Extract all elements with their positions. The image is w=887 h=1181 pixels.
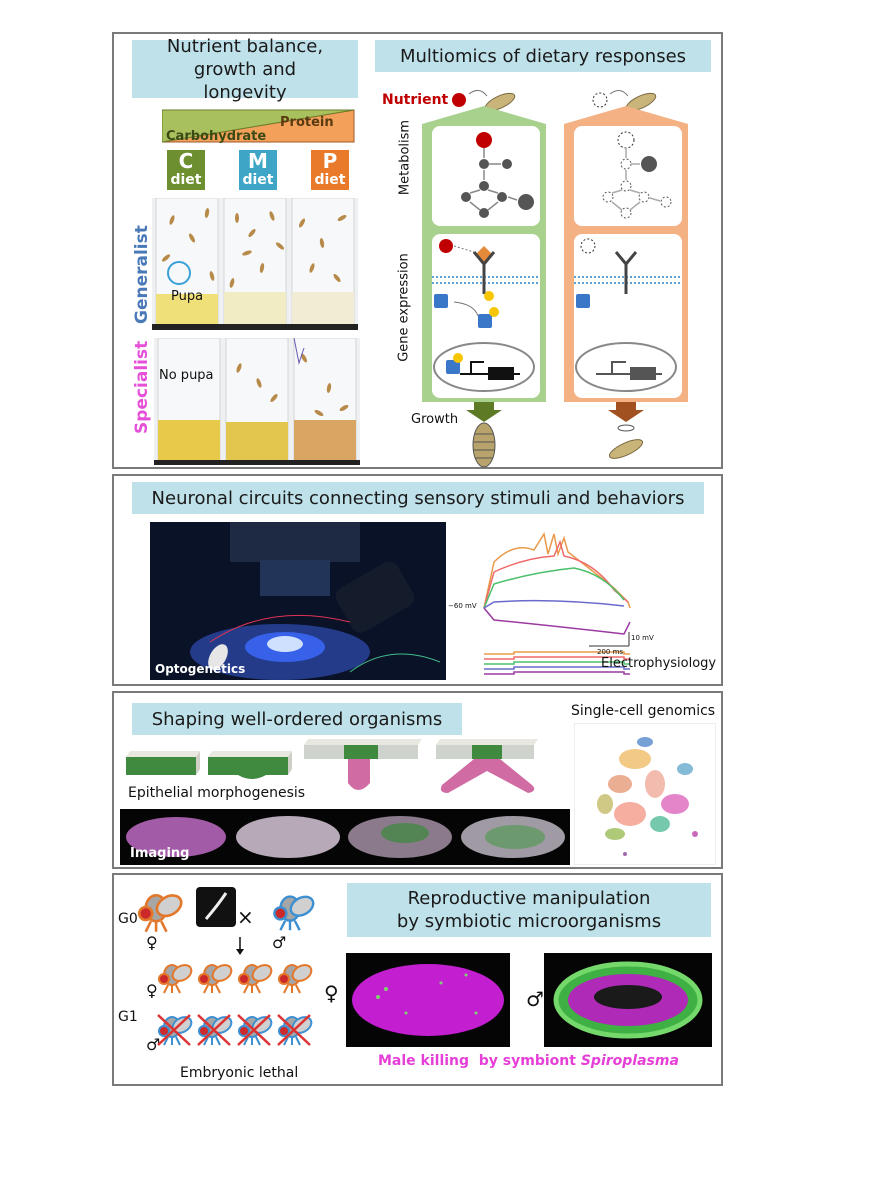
neuronal-circuits-title-text: Neuronal circuits connecting sensory sti… [151, 487, 685, 509]
gene-expression-label: Gene expression [396, 253, 412, 362]
reproductive-manipulation-title-text: Reproductive manipulation by symbiotic m… [396, 888, 662, 932]
single-cell-tsne-plot [574, 723, 716, 865]
embryo-imaging-strip [120, 809, 570, 865]
reproductive-manipulation-title: Reproductive manipulation by symbiotic m… [347, 883, 711, 937]
diet-gradient-triangles [162, 109, 355, 143]
g1-label: G1 [118, 1009, 138, 1025]
electrophysiology-traces [483, 532, 631, 675]
panel-nutrient-multiomics: Nutrient balance, growth and longevity M… [112, 32, 723, 469]
well-ordered-title-text: Shaping well-ordered organisms [151, 708, 443, 730]
pupa-label: Pupa [171, 289, 204, 304]
epithelial-morphogenesis-drawing [126, 739, 538, 793]
carbohydrate-label: Carbohydrate [166, 129, 267, 144]
embryonic-lethal-label: Embryonic lethal [180, 1065, 299, 1081]
cross-symbol: × [237, 905, 254, 929]
g0-female-symbol: ♀ [146, 933, 158, 952]
panel-well-ordered-organisms: Shaping well-ordered organisms Single-ce… [112, 691, 723, 869]
generalist-vials-photo [152, 198, 358, 330]
protein-label: Protein [280, 115, 334, 130]
embryo-male-symbol: ♂ [526, 987, 544, 1011]
multiomics-title-text: Multiomics of dietary responses [399, 45, 687, 67]
generalist-label: Generalist [132, 225, 152, 324]
multiomics-diagram [422, 90, 688, 468]
g1-female-symbol: ♀ [146, 981, 158, 1000]
electrophysiology-label: Electrophysiology [601, 656, 717, 671]
male-killing-text: Male killing by symbiont [378, 1053, 581, 1069]
panel-neuronal-circuits: Neuronal circuits connecting sensory sti… [112, 474, 723, 686]
single-cell-label: Single-cell genomics [571, 703, 716, 719]
embryo-female-symbol: ♀ [324, 981, 339, 1005]
well-ordered-title: Shaping well-ordered organisms [132, 703, 462, 735]
neuronal-circuits-title: Neuronal circuits connecting sensory sti… [132, 482, 704, 514]
epithelial-morphogenesis-label: Epithelial morphogenesis [128, 785, 306, 801]
g0-male-symbol: ♂ [272, 933, 287, 952]
growth-label: Growth [411, 412, 459, 427]
male-embryo-image [544, 953, 712, 1047]
g1-male-symbol: ♂ [146, 1035, 161, 1054]
scale-mv-label: 10 mV [631, 634, 654, 642]
optogenetics-label: Optogenetics [155, 662, 246, 676]
spiroplasma-text: Spiroplasma [580, 1053, 679, 1069]
nutrient-label: Nutrient [382, 92, 449, 108]
voltage-label: −60 mV [448, 602, 477, 610]
specialist-label: Specialist [132, 340, 152, 434]
panel-reproductive-manipulation: Reproductive manipulation by symbiotic m… [112, 873, 723, 1086]
no-pupa-label: No pupa [159, 368, 214, 383]
female-embryo-image [346, 953, 510, 1047]
nutrient-balance-title: Nutrient balance, growth and longevity [132, 36, 358, 103]
optogenetics-photo [150, 522, 446, 680]
scale-ms-label: 200 ms [597, 648, 624, 656]
metabolism-label: Metabolism [397, 119, 413, 196]
multiomics-title: Multiomics of dietary responses [375, 40, 711, 72]
imaging-label: Imaging [130, 846, 190, 861]
nutrient-balance-title-text: Nutrient balance, growth and longevity [166, 35, 324, 103]
male-killing-caption: Male killing by symbiont Spiroplasma [378, 1053, 679, 1069]
g0-label: G0 [118, 911, 138, 927]
fly-cross-diagram [137, 887, 318, 1046]
specialist-vials-photo [154, 338, 360, 465]
